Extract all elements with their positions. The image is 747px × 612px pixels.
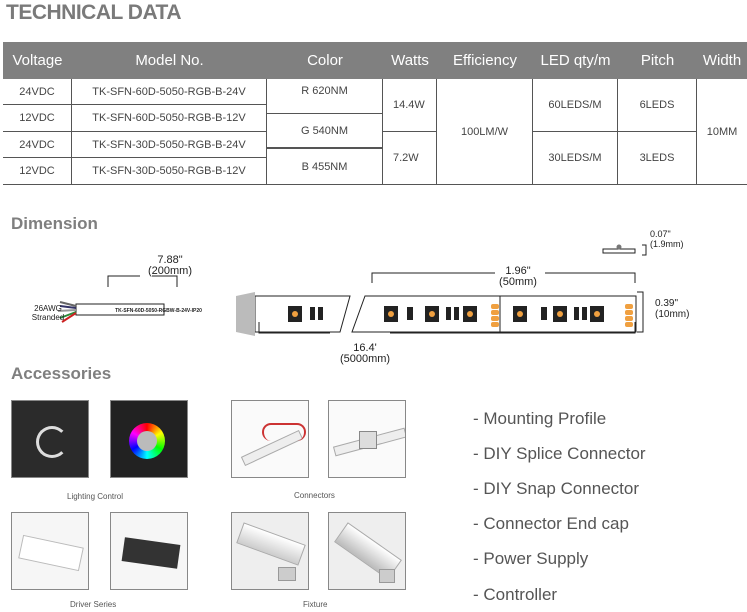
lead-length-in: 7.88"	[157, 254, 183, 266]
thickness-mm: (1.9mm)	[650, 239, 684, 249]
cell-width: 10MM	[697, 79, 747, 185]
cell-voltage: 24VDC	[3, 79, 72, 105]
cut-length-mm: (50mm)	[499, 276, 537, 288]
wall-controller-image	[11, 400, 89, 478]
total-length-ft: 16.4'	[353, 342, 377, 354]
total-length-mm: (5000mm)	[339, 353, 391, 365]
profile-image	[231, 512, 309, 590]
cell-model: TK-SFN-60D-5050-RGB-B-12V	[72, 105, 267, 132]
splice-connector-image	[231, 400, 309, 478]
dimension-heading: Dimension	[11, 214, 98, 233]
cell-watts: 14.4W	[383, 79, 437, 132]
caption-connectors: Connectors	[294, 491, 335, 500]
thickness-in: 0.07"	[650, 229, 671, 239]
cable-label: TK-SFN-60D-5050-RGBW-B-24V-IP20	[115, 308, 202, 314]
cell-watts: 7.2W	[383, 132, 437, 185]
list-item: - Mounting Profile	[473, 409, 607, 428]
cell-led-qty: 60LEDS/M	[533, 79, 618, 132]
width-mm: (10mm)	[655, 309, 690, 320]
driver-image	[11, 512, 89, 590]
cell-voltage: 12VDC	[3, 158, 72, 185]
cell-led-qty: 30LEDS/M	[533, 132, 618, 185]
list-item: - Power Supply	[473, 549, 589, 568]
total-length: 16.4'(5000mm)	[335, 343, 395, 365]
strip-width: 0.39"(10mm)	[655, 298, 689, 320]
header-pitch: Pitch	[618, 42, 697, 79]
cell-pitch: 3LEDS	[618, 132, 697, 185]
caption-lighting-control: Lighting Control	[67, 492, 124, 501]
accessories-heading: Accessories	[11, 364, 112, 383]
list-item: - Connector End cap	[473, 514, 629, 533]
lead-length: 7.88"(200mm)	[140, 255, 200, 277]
caption-driver-series: Driver Series	[70, 600, 117, 609]
cell-efficiency: 100LM/W	[437, 79, 533, 185]
cell-pitch: 6LEDS	[618, 79, 697, 132]
power-supply-image	[110, 512, 188, 590]
wire-type: Stranded	[31, 313, 65, 322]
header-led-qty: LED qty/m	[533, 42, 618, 79]
rgb-controller-image	[110, 400, 188, 478]
cell-model: TK-SFN-60D-5050-RGB-B-24V	[72, 79, 267, 105]
snap-connector-image	[328, 400, 406, 478]
strip-diagram	[57, 244, 647, 336]
lead-length-mm: (200mm)	[147, 265, 192, 277]
cell-model: TK-SFN-30D-5050-RGB-B-24V	[72, 132, 267, 158]
cut-length: 1.96"(50mm)	[488, 266, 548, 288]
list-item: - DIY Splice Connector	[473, 444, 646, 463]
cell-model: TK-SFN-30D-5050-RGB-B-12V	[72, 158, 267, 185]
corner-profile-image	[328, 512, 406, 590]
cell-color: R 620NM	[267, 79, 383, 114]
wire-gauge: 26AWG	[34, 304, 62, 313]
cell-color: B 455NM	[267, 149, 383, 185]
header-color: Color	[267, 42, 383, 79]
list-item: - DIY Snap Connector	[473, 479, 639, 498]
cut-length-in: 1.96"	[505, 265, 531, 277]
cell-voltage: 24VDC	[3, 132, 72, 158]
caption-fixture: Fixture	[303, 600, 328, 609]
header-width: Width	[697, 42, 747, 79]
width-in: 0.39"	[655, 298, 679, 309]
cell-color: G 540NM	[267, 114, 383, 149]
header-efficiency: Efficiency	[437, 42, 533, 79]
header-voltage: Voltage	[3, 42, 72, 79]
list-item: - Controller	[473, 585, 558, 604]
thickness: 0.07"(1.9mm)	[650, 229, 684, 249]
header-watts: Watts	[383, 42, 437, 79]
page-title: TECHNICAL DATA	[6, 1, 182, 24]
cell-voltage: 12VDC	[3, 105, 72, 132]
header-model: Model No.	[72, 42, 267, 79]
